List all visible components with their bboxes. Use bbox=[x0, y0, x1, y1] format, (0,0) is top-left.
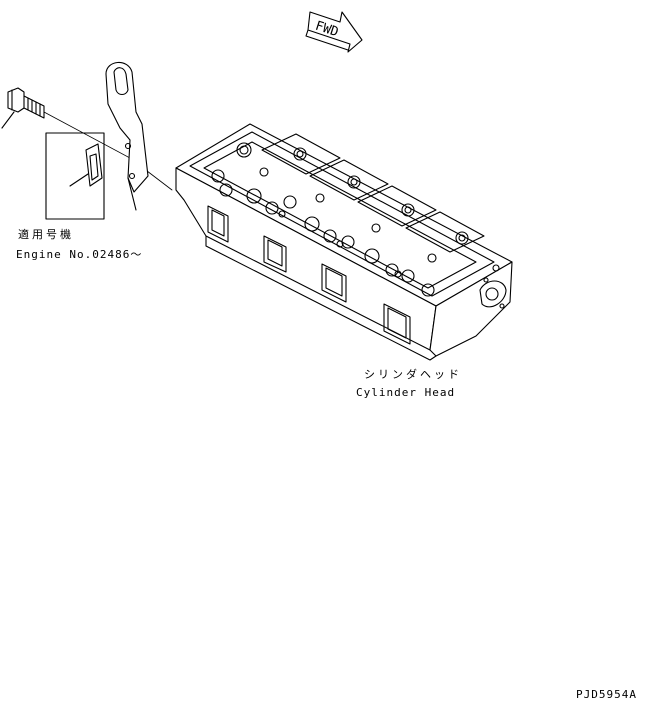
part-name-en: Cylinder Head bbox=[356, 386, 456, 399]
part-name-jp: シリンダヘッド bbox=[364, 368, 462, 381]
serial-box bbox=[45, 132, 105, 220]
applicable-serial-jp: 適用号機 bbox=[18, 228, 74, 241]
drawing-number: PJD5954A bbox=[576, 688, 637, 701]
applicable-serial-en: Engine No.02486～ bbox=[16, 248, 143, 261]
svg-text:FWD: FWD bbox=[313, 19, 340, 41]
bolt-icon bbox=[1, 87, 45, 129]
lifting-bracket-icon bbox=[105, 61, 149, 211]
fwd-arrow-icon: FWD bbox=[305, 11, 363, 53]
bolt-axis-line bbox=[43, 111, 173, 191]
cylinder-head-icon bbox=[175, 123, 513, 361]
